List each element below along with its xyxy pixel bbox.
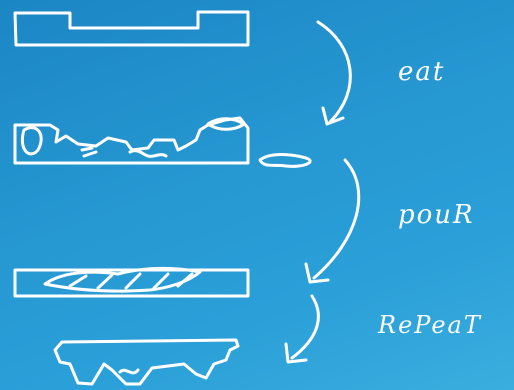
food-scrap-2 [82, 148, 96, 156]
food-scrap-1 [22, 128, 41, 154]
tray-flipped [55, 340, 238, 384]
arrow-repeat [292, 296, 318, 358]
tray-dirty [15, 118, 248, 163]
arrow-pour [314, 160, 359, 278]
food-scrap-3 [130, 151, 166, 157]
tray-clean [15, 12, 248, 45]
step-label-eat: eat [398, 57, 445, 87]
tray-flipped-detail [120, 370, 138, 373]
step-label-pour: pouR [398, 200, 475, 230]
food-spill [260, 155, 310, 167]
pour-fill [45, 268, 200, 291]
step-label-repeat: RePeaT [378, 311, 482, 339]
